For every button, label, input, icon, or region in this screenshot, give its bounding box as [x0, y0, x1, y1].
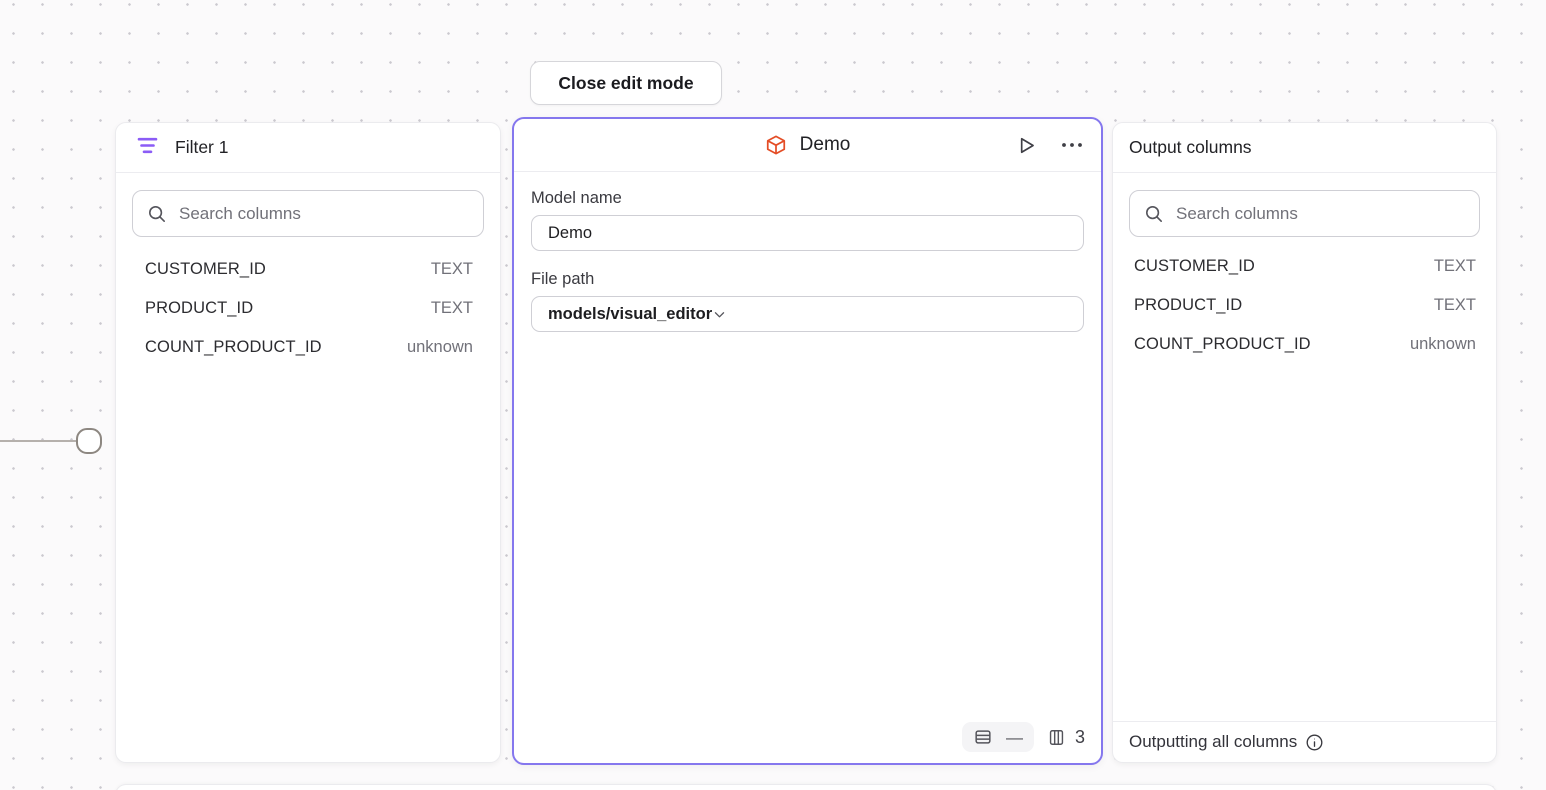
output-columns-node[interactable]: Output columns CUSTOMER_ID TEXT PRODUCT_… — [1112, 122, 1497, 763]
filter-lines-icon — [137, 137, 158, 159]
column-row: CUSTOMER_ID TEXT — [1113, 247, 1496, 286]
column-name: COUNT_PRODUCT_ID — [145, 338, 322, 356]
column-row: PRODUCT_ID TEXT — [1113, 286, 1496, 325]
output-footer: Outputting all columns — [1113, 721, 1496, 762]
output-footer-label: Outputting all columns — [1129, 732, 1298, 751]
column-count-value: 3 — [1074, 726, 1085, 747]
table-rows-icon — [973, 727, 993, 747]
output-node-header[interactable]: Output columns — [1113, 123, 1496, 173]
column-type: TEXT — [430, 260, 473, 278]
column-name: CUSTOMER_ID — [145, 260, 266, 278]
connection-edge — [0, 440, 78, 442]
run-model-button[interactable] — [1014, 133, 1039, 158]
column-name: CUSTOMER_ID — [1134, 257, 1255, 275]
filter-search-input[interactable] — [179, 203, 469, 224]
column-count-stat[interactable]: 3 — [1047, 727, 1085, 748]
filter-node[interactable]: Filter 1 CUSTOMER_ID TEXT PRODUCT_ID TEX… — [115, 122, 501, 763]
model-stats: — 3 — [961, 722, 1085, 752]
column-name: PRODUCT_ID — [1134, 296, 1243, 314]
row-count-stat[interactable]: — — [961, 722, 1034, 752]
close-edit-mode-button[interactable]: Close edit mode — [530, 61, 722, 105]
column-name: COUNT_PRODUCT_ID — [1134, 335, 1311, 353]
model-name-input[interactable] — [531, 215, 1084, 251]
column-row: COUNT_PRODUCT_ID unknown — [1113, 325, 1496, 364]
output-column-list: CUSTOMER_ID TEXT PRODUCT_ID TEXT COUNT_P… — [1113, 247, 1496, 367]
output-search-box[interactable] — [1129, 190, 1480, 237]
output-search-input[interactable] — [1176, 203, 1465, 224]
play-icon — [1016, 135, 1037, 156]
column-row: CUSTOMER_ID TEXT — [116, 250, 500, 289]
cube-icon — [765, 134, 787, 156]
info-icon[interactable] — [1305, 733, 1324, 752]
search-icon — [147, 204, 167, 224]
connection-handle[interactable] — [76, 428, 102, 454]
output-node-title: Output columns — [1129, 137, 1252, 157]
node-menu-button[interactable] — [1059, 140, 1085, 150]
column-type: TEXT — [430, 299, 473, 317]
filter-column-list: CUSTOMER_ID TEXT PRODUCT_ID TEXT COUNT_P… — [116, 247, 500, 370]
bottom-node[interactable] — [115, 784, 1497, 790]
file-path-label: File path — [531, 270, 595, 288]
file-path-value: models/visual_editor — [548, 304, 713, 323]
table-columns-icon — [1047, 728, 1066, 747]
model-name-label: Model name — [531, 189, 622, 207]
column-type: unknown — [1409, 335, 1476, 353]
column-type: TEXT — [1433, 296, 1476, 314]
model-node-title: Demo — [799, 134, 851, 155]
ellipsis-icon — [1061, 142, 1083, 148]
filter-node-title: Filter 1 — [175, 137, 229, 157]
column-row: PRODUCT_ID TEXT — [116, 289, 500, 328]
column-row: COUNT_PRODUCT_ID unknown — [116, 328, 500, 367]
file-path-select[interactable]: models/visual_editor — [531, 296, 1084, 332]
column-type: TEXT — [1433, 257, 1476, 275]
chevron-down-icon — [712, 307, 727, 322]
column-type: unknown — [406, 338, 473, 356]
column-name: PRODUCT_ID — [145, 299, 254, 317]
filter-node-header[interactable]: Filter 1 — [116, 123, 500, 173]
row-count-value: — — [1005, 727, 1023, 747]
model-node[interactable]: Demo Model name — [512, 117, 1103, 765]
filter-search-box[interactable] — [132, 190, 484, 237]
search-icon — [1144, 204, 1164, 224]
model-node-header[interactable]: Demo — [514, 119, 1101, 172]
